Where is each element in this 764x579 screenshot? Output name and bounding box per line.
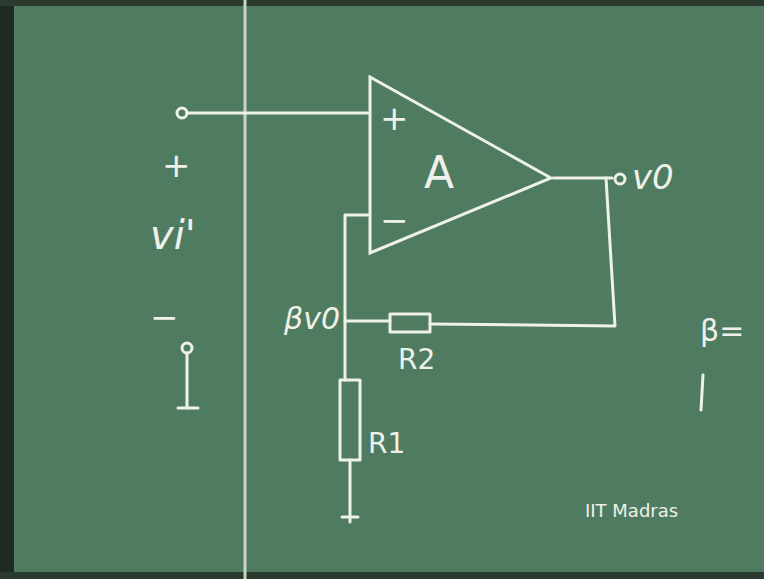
polarity-sign: − xyxy=(150,300,179,334)
output-wire xyxy=(553,177,612,180)
resistor-symbol xyxy=(340,380,360,460)
board-divider xyxy=(244,0,247,579)
ground-symbol xyxy=(342,516,358,519)
signal-name: v0 xyxy=(632,160,674,194)
ground-wire xyxy=(186,353,189,408)
feedback-wire xyxy=(430,178,615,326)
resistor-symbol xyxy=(390,314,430,332)
output-terminal xyxy=(615,174,625,184)
input-polarity: − xyxy=(380,203,409,237)
polarity-sign: + xyxy=(162,148,191,182)
board-edge xyxy=(0,572,764,579)
watermark: IIT Madras xyxy=(585,502,678,520)
signal-name: βv0 xyxy=(284,304,340,334)
opamp-triangle: + −A xyxy=(368,75,553,255)
feedback-wire xyxy=(345,320,390,323)
note: β= xyxy=(700,316,744,346)
gain-label: A xyxy=(424,151,454,195)
ground-wire xyxy=(349,460,352,522)
component-label: R1 xyxy=(368,430,405,458)
signal-name: vi' xyxy=(150,215,196,255)
input-wire xyxy=(187,112,368,115)
board-edge xyxy=(0,0,14,579)
board-edge xyxy=(0,0,764,6)
input-polarity: + xyxy=(380,101,409,135)
component-label: R2 xyxy=(398,346,435,374)
ground-symbol xyxy=(178,407,198,410)
inverting-wire xyxy=(345,215,368,380)
chalk-stroke xyxy=(701,375,703,410)
